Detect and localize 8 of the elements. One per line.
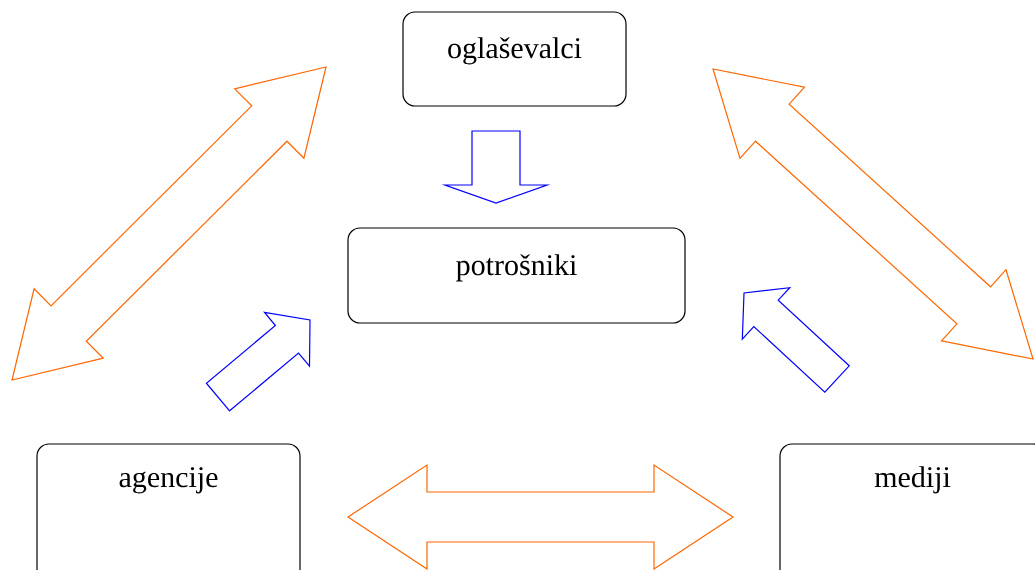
block-arrow: [441, 130, 551, 204]
process-box: agencije: [36, 443, 301, 570]
block-arrow: [11, 66, 327, 381]
block-arrow: [712, 68, 1034, 360]
process-box: oglaševalci: [402, 11, 627, 107]
process-box: mediji: [779, 443, 1035, 570]
block-arrow: [205, 311, 311, 412]
process-box: potrošniki: [347, 227, 686, 324]
